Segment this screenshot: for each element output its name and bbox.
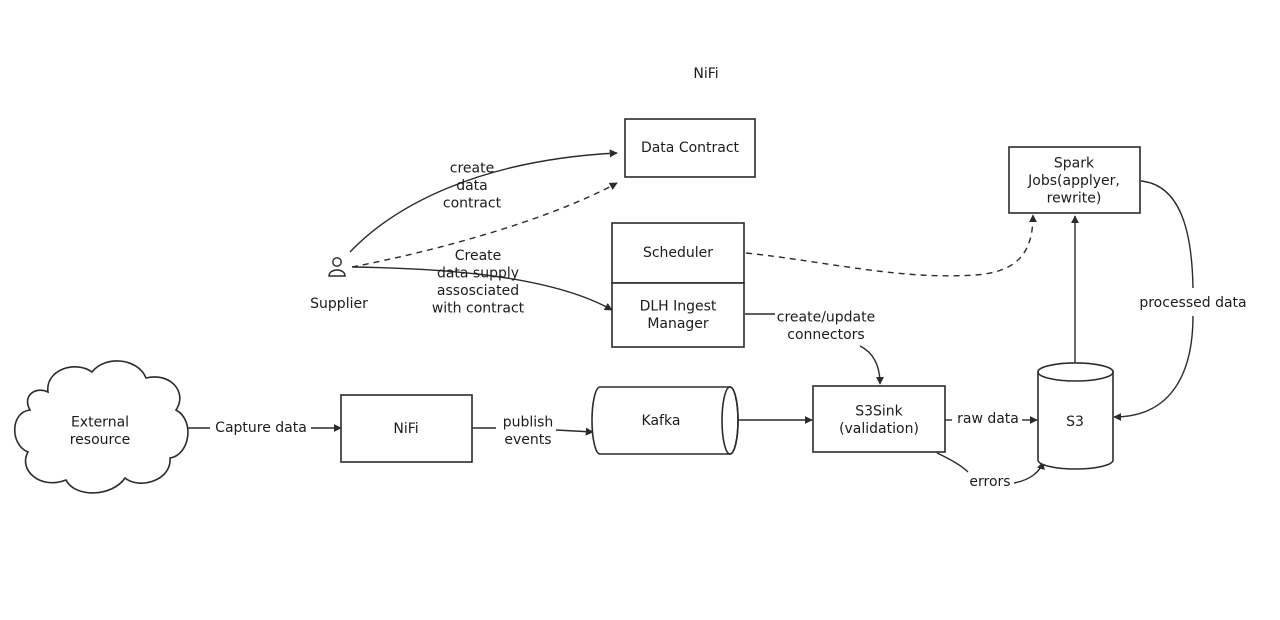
scheduler-box xyxy=(611,222,745,284)
s3-cylinder xyxy=(1037,362,1114,470)
text-line: contract xyxy=(443,196,502,212)
edge-label-capture-data: Capture data xyxy=(215,420,307,436)
text-line: NiFi xyxy=(393,421,418,437)
edge-label-raw-data: raw data xyxy=(957,411,1019,427)
text-line: Manager xyxy=(647,316,709,332)
text-line: create xyxy=(450,161,494,177)
data-contract-box xyxy=(624,118,756,178)
text-line: Capture data xyxy=(215,420,307,436)
text-line: Kafka xyxy=(642,413,681,429)
edge-label-errors: errors xyxy=(969,474,1010,490)
text-line: errors xyxy=(969,474,1010,490)
edge-create-data-supply xyxy=(351,266,613,311)
text-line: Supplier xyxy=(310,296,368,312)
user-icon xyxy=(328,257,346,277)
dlh-ingest-manager-box xyxy=(611,282,745,348)
edge-processed-data-arrow xyxy=(1113,315,1194,421)
edge-create-data-contract xyxy=(349,149,618,253)
text-line: Data Contract xyxy=(641,140,740,156)
text-line: Jobs(applyer, xyxy=(1027,173,1120,189)
edge-create-update-connectors xyxy=(859,345,884,385)
text-line: rewrite) xyxy=(1047,191,1102,207)
spark-jobs-box xyxy=(1008,146,1141,214)
text-line: S3Sink xyxy=(855,403,903,419)
edge-label-processed-data: processed data xyxy=(1139,295,1246,311)
nifi-label: NiFi xyxy=(393,421,418,437)
edge-errors-stub xyxy=(936,452,969,473)
text-line: Create xyxy=(455,248,502,264)
edge-label-create-update-connectors: create/update connectors xyxy=(777,309,876,343)
edge-label-publish-events: publish events xyxy=(503,414,554,448)
kafka-label: Kafka xyxy=(642,413,681,429)
supplier-label: Supplier xyxy=(310,296,368,312)
s3sink-box xyxy=(812,385,946,453)
text-line: assosciated xyxy=(437,283,519,299)
edge-publish-events-arrow xyxy=(555,427,594,436)
text-line: processed data xyxy=(1139,295,1246,311)
text-line: (validation) xyxy=(839,421,919,437)
text-line: create/update xyxy=(777,309,876,325)
s3-label: S3 xyxy=(1066,414,1084,430)
edge-supplier-to-contract-dashed xyxy=(351,182,618,268)
edge-scheduler-to-spark xyxy=(745,214,1037,277)
text-line: Spark xyxy=(1054,156,1095,172)
nifi-box xyxy=(340,394,473,463)
diagram-title: NiFi xyxy=(693,66,718,82)
text-line: S3 xyxy=(1066,414,1084,430)
external-resource-label: External resource xyxy=(70,414,131,448)
text-line: NiFi xyxy=(693,66,718,82)
text-line: publish xyxy=(503,414,554,430)
text-line: with contract xyxy=(432,300,525,316)
text-line: events xyxy=(504,432,551,448)
text-line: resource xyxy=(70,432,131,448)
text-line: Scheduler xyxy=(643,245,713,261)
text-line: data xyxy=(456,178,488,194)
data-contract-label: Data Contract xyxy=(641,140,740,156)
text-line: raw data xyxy=(957,411,1019,427)
kafka-cylinder xyxy=(591,386,739,455)
text-line: External xyxy=(71,414,129,430)
edge-processed-data-top xyxy=(1140,180,1194,289)
text-line: DLH Ingest xyxy=(640,298,717,314)
external-resource-cloud xyxy=(14,360,189,494)
text-line: connectors xyxy=(787,327,864,343)
edge-errors-arrow xyxy=(1013,461,1045,484)
s3sink-label: S3Sink (validation) xyxy=(839,403,919,437)
scheduler-label: Scheduler xyxy=(643,245,713,261)
text-line: data supply xyxy=(437,265,519,281)
